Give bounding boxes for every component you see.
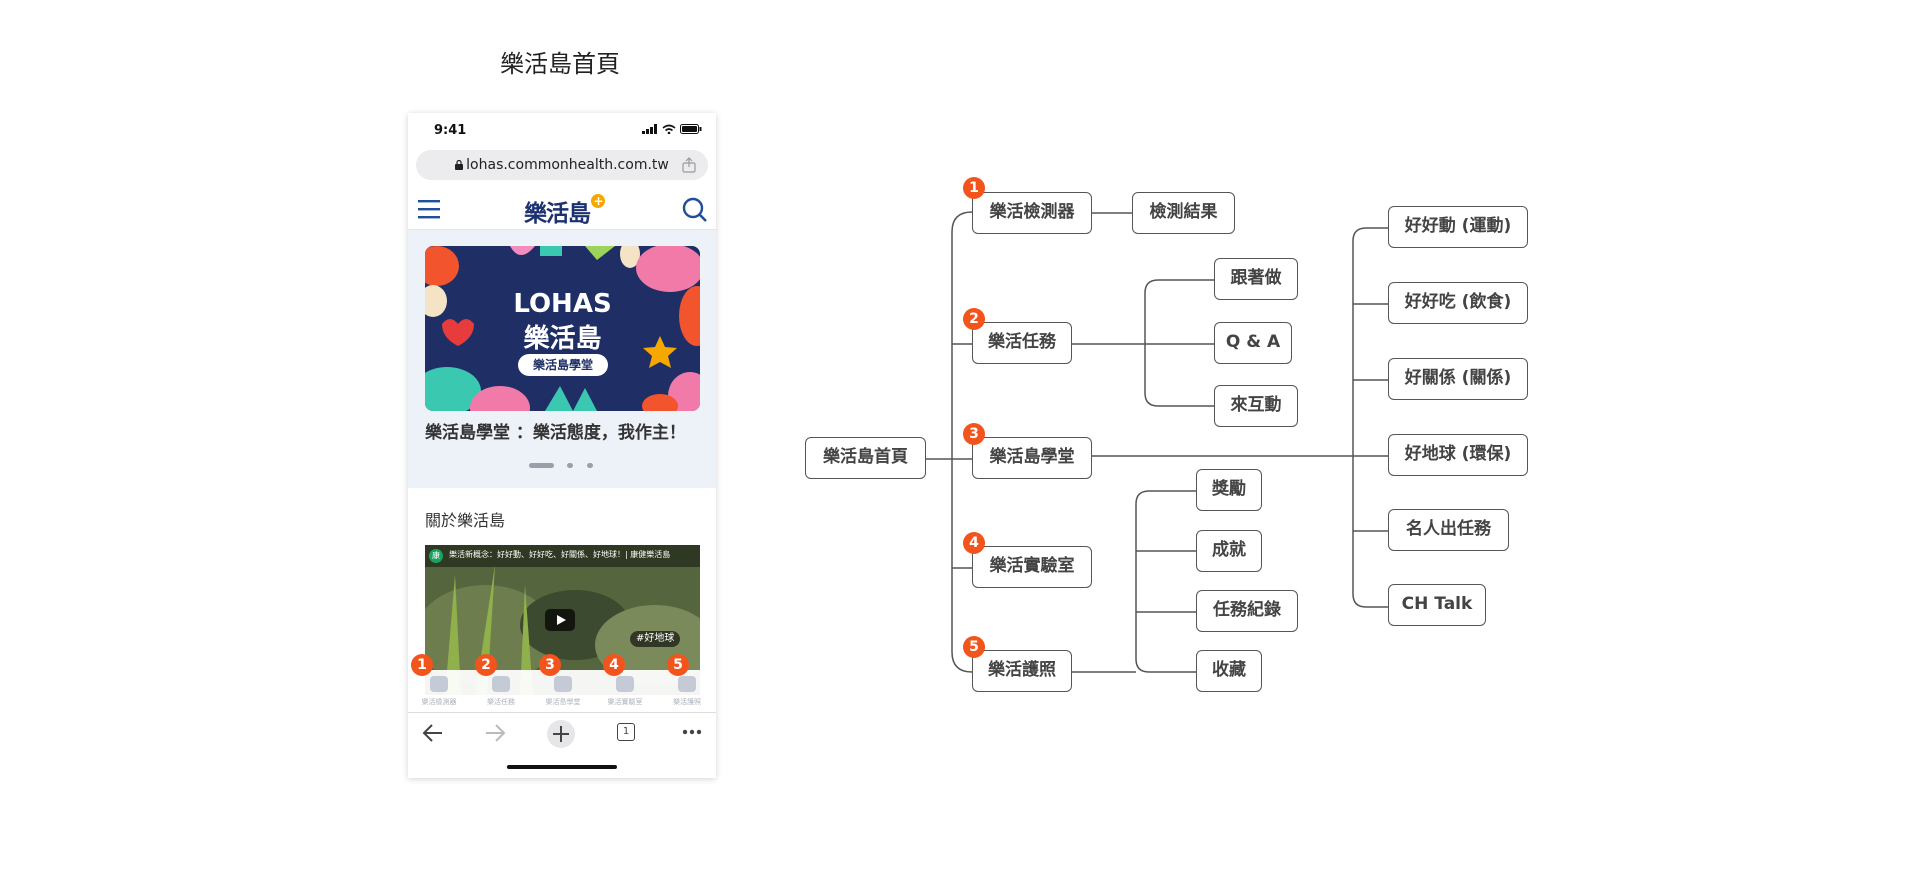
logo-text: 樂活島 <box>524 201 591 227</box>
hamburger-menu-icon[interactable] <box>418 199 440 219</box>
bottom-tab-bar: 樂活檢測器 樂活任務 樂活島學堂 樂活實驗室 樂活護照 <box>408 670 716 713</box>
url-text: lohas.commonhealth.com.tw <box>416 150 708 180</box>
carousel-caption[interactable]: 樂活島學堂 ：樂活態度，我作主！ <box>425 423 686 443</box>
node-favorites: 收藏 <box>1196 650 1262 692</box>
site-logo[interactable]: 樂活島+ <box>524 194 605 228</box>
browser-toolbar: 1 <box>408 713 716 755</box>
detector-icon <box>430 676 448 692</box>
tab-label: 樂活檢測器 <box>421 698 457 706</box>
carousel-dot[interactable] <box>587 463 593 468</box>
wifi-icon <box>662 124 676 134</box>
hero-carousel[interactable]: LOHAS 樂活島 樂活島學堂 樂活島學堂 ：樂活態度，我作主！ <box>408 230 716 488</box>
new-tab-plus-icon[interactable] <box>546 719 576 749</box>
logo-plus-mark: + <box>591 194 605 208</box>
hero-banner-image[interactable]: LOHAS 樂活島 樂活島學堂 <box>425 246 700 411</box>
battery-icon <box>680 124 702 134</box>
node-qa: Q & A <box>1214 322 1292 364</box>
banner-pill-label: 樂活島學堂 <box>518 354 608 376</box>
node-achievements: 成就 <box>1196 530 1262 572</box>
home-indicator <box>507 765 617 769</box>
tabs-count: 1 <box>622 726 630 737</box>
passport-icon <box>678 676 696 692</box>
back-arrow-icon[interactable] <box>422 723 444 743</box>
node-root: 樂活島首頁 <box>805 437 926 479</box>
node-relationships: 好關係 (關係) <box>1388 358 1528 400</box>
carousel-dot-active[interactable] <box>529 463 554 468</box>
url-bar[interactable]: lohas.commonhealth.com.tw <box>416 150 708 180</box>
phone-mockup: 9:41 lohas.commonhealth.com.tw 樂活島+ <box>408 113 716 778</box>
flag-icon <box>492 676 510 692</box>
branch-badge: 1 <box>963 177 985 199</box>
tab-label: 樂活護照 <box>673 698 701 706</box>
node-branch-lab: 樂活實驗室 <box>972 546 1092 588</box>
node-branch-academy: 樂活島學堂 <box>972 437 1092 479</box>
node-diet: 好好吃 (飲食) <box>1388 282 1528 324</box>
search-icon[interactable] <box>682 197 708 223</box>
node-interact: 來互動 <box>1214 385 1298 427</box>
app-header: 樂活島+ <box>408 189 716 230</box>
about-section-title: 關於樂活島 <box>425 511 506 530</box>
node-detector-results: 檢測結果 <box>1132 192 1235 234</box>
url-value: lohas.commonhealth.com.tw <box>466 157 669 173</box>
tab-label: 樂活島學堂 <box>545 698 581 706</box>
node-branch-missions: 樂活任務 <box>972 322 1072 364</box>
node-branch-passport: 樂活護照 <box>972 650 1072 692</box>
status-time: 9:41 <box>434 123 467 138</box>
tab-lohas-missions[interactable]: 樂活任務 <box>470 670 532 712</box>
node-rewards: 獎勵 <box>1196 469 1262 511</box>
forward-arrow-icon[interactable] <box>484 723 506 743</box>
tabs-count-button[interactable]: 1 <box>617 723 635 741</box>
node-exercise: 好好動 (運動) <box>1388 206 1528 248</box>
lock-icon <box>455 159 464 170</box>
more-options-icon[interactable] <box>682 729 702 735</box>
banner-logo-text: 樂活島 <box>523 324 602 354</box>
flask-icon <box>616 676 634 692</box>
node-branch-detector: 樂活檢測器 <box>972 192 1092 234</box>
channel-avatar-text: 康 <box>432 551 440 560</box>
banner-decoration <box>425 246 700 411</box>
branch-badge: 3 <box>963 423 985 445</box>
share-icon[interactable] <box>682 157 696 173</box>
tab-lohas-academy[interactable]: 樂活島學堂 <box>532 670 594 712</box>
branch-badge: 4 <box>963 532 985 554</box>
node-mission-log: 任務紀錄 <box>1196 590 1298 632</box>
tab-label: 樂活實驗室 <box>607 698 643 706</box>
tab-lohas-detector[interactable]: 樂活檢測器 <box>408 670 470 712</box>
play-icon <box>557 615 566 625</box>
node-celebrity-missions: 名人出任務 <box>1388 509 1509 551</box>
node-ch-talk: CH Talk <box>1388 584 1486 626</box>
tab-badge: 1 <box>411 654 433 676</box>
status-icons <box>642 124 702 134</box>
node-follow-along: 跟著做 <box>1214 258 1298 300</box>
play-button[interactable] <box>545 609 575 631</box>
tab-badge: 4 <box>603 654 625 676</box>
branch-badge: 5 <box>963 636 985 658</box>
page-title: 樂活島首頁 <box>500 50 620 78</box>
channel-avatar: 康 <box>429 549 443 563</box>
tab-badge: 5 <box>667 654 689 676</box>
branch-badge: 2 <box>963 308 985 330</box>
academy-icon <box>554 676 572 692</box>
node-environment: 好地球 (環保) <box>1388 434 1528 476</box>
tab-badge: 2 <box>475 654 497 676</box>
tab-label: 樂活任務 <box>487 698 515 706</box>
video-tag: #好地球 <box>630 631 681 647</box>
video-title: 樂活新概念：好好動、好好吃、好關係、好地球！| 康健樂活島 <box>449 550 671 559</box>
carousel-dot[interactable] <box>567 463 573 468</box>
signal-icon <box>642 124 657 134</box>
tab-badge: 3 <box>539 654 561 676</box>
tab-lohas-lab[interactable]: 樂活實驗室 <box>594 670 656 712</box>
video-title-bar <box>425 545 700 567</box>
banner-title: LOHAS <box>513 289 612 319</box>
tab-lohas-passport[interactable]: 樂活護照 <box>656 670 716 712</box>
